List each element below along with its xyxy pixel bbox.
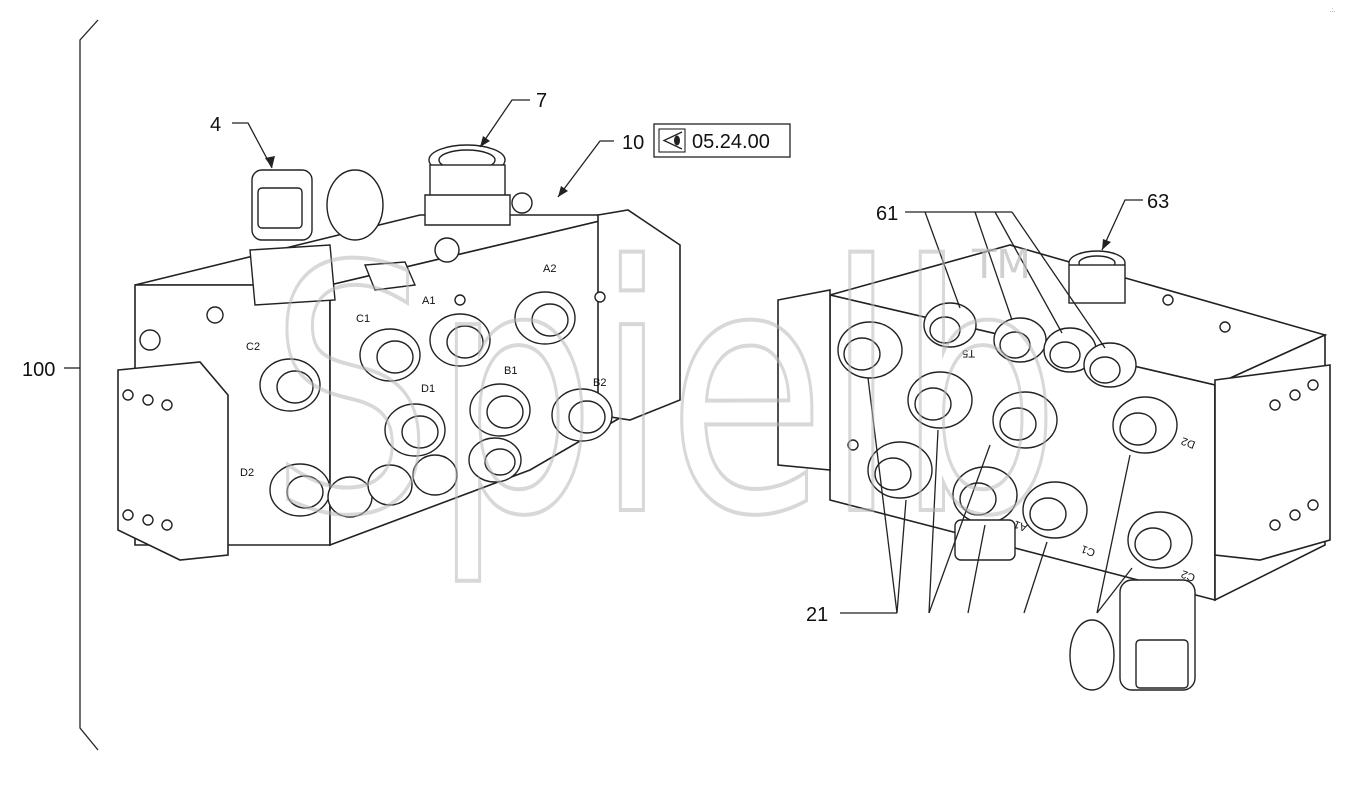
- watermark-logo: Spielb: [270, 195, 1060, 591]
- port-label-a1-left: A1: [422, 295, 435, 307]
- eye-view-icon: [658, 128, 686, 153]
- port-label-d1-left: D1: [421, 383, 435, 395]
- reference-box[interactable]: 05.24.00: [653, 123, 791, 158]
- port-label-c1-right: C1: [1080, 542, 1097, 558]
- port-label-t5-right: T5: [962, 347, 975, 359]
- straight-fitting-7: [363, 144, 533, 291]
- right-valve-block: T5 D2 A1 C1 C2: [777, 244, 1331, 691]
- elbow-fitting-4: [249, 169, 384, 306]
- port-label-d2-right: D2: [1180, 434, 1197, 450]
- port-label-c1-left: C1: [356, 313, 370, 325]
- port-label-a1-right: A1: [1012, 518, 1029, 534]
- callout-4: 4: [210, 114, 221, 136]
- elbow-fitting-bottom-right: [954, 519, 1196, 691]
- port-fittings-right: [837, 302, 1193, 569]
- port-label-c2-right: C2: [1180, 567, 1197, 583]
- callout-7: 7: [536, 90, 547, 112]
- straight-fitting-63: [1068, 250, 1126, 304]
- left-valve-block: C2 C1 A1 A2 D1 B1 B2 D2: [117, 144, 681, 561]
- port-label-b1-left: B1: [504, 365, 517, 377]
- leader-lines-right: [840, 199, 1143, 614]
- callout-10: 10: [622, 132, 644, 154]
- callout-61: 61: [876, 203, 898, 225]
- callout-63: 63: [1147, 191, 1169, 213]
- port-label-c2-left: C2: [246, 341, 260, 353]
- port-label-b2-left: B2: [593, 377, 606, 389]
- assembly-bracket: [64, 19, 99, 751]
- port-label-d2-left: D2: [240, 467, 254, 479]
- reference-text: 05.24.00: [692, 131, 770, 153]
- callout-100: 100: [22, 359, 55, 381]
- corner-mark: .:.: [1330, 8, 1335, 14]
- watermark-tm: TM: [971, 242, 1031, 288]
- port-label-a2-left: A2: [543, 263, 556, 275]
- leader-lines-left: [232, 99, 614, 198]
- port-fittings-left: [259, 291, 613, 518]
- callout-21: 21: [806, 604, 828, 626]
